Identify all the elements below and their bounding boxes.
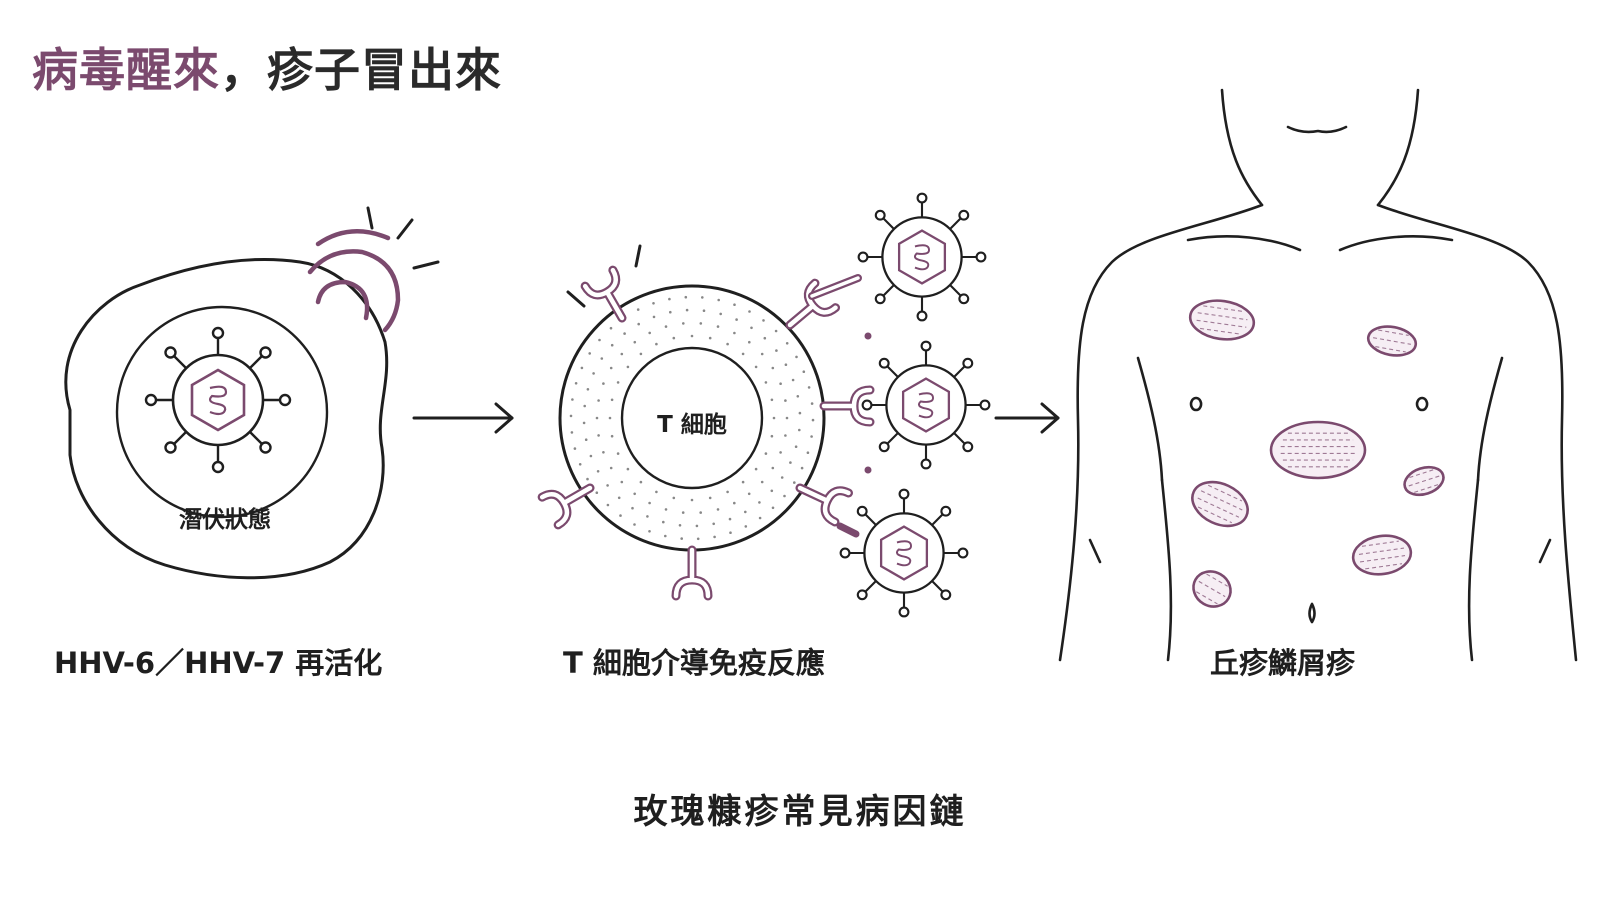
t-cell-label: T 細胞	[657, 411, 727, 438]
title-accent: 病毒醒來	[32, 43, 220, 97]
virus-icon-middle	[861, 340, 991, 470]
latent-virus-icon	[144, 326, 292, 474]
virus-icon-bottom	[839, 488, 969, 618]
activation-signal-icon	[307, 229, 401, 333]
stage1-caption: HHV-6／HHV-7 再活化	[54, 646, 383, 680]
signal-rays-icon	[366, 206, 440, 270]
arrow-right-icon-1	[412, 402, 514, 434]
stage3-caption: 丘疹鱗屑疹	[1210, 646, 1356, 680]
stage1-latent-cell: 潛伏狀態	[64, 206, 440, 580]
skin-lesions	[1188, 299, 1445, 608]
stage3-torso	[1058, 88, 1578, 662]
arrow-right-icon-2	[994, 402, 1060, 434]
page-title: 病毒醒來，疹子冒出來	[32, 34, 502, 100]
virus-icon-top	[857, 192, 987, 322]
diagram-footer: 玫瑰糠疹常見病因鏈	[633, 792, 967, 832]
receptor-icon	[676, 550, 708, 596]
title-rest: ，疹子冒出來	[220, 43, 502, 97]
stage2-t-cell: T 細胞	[542, 192, 991, 618]
latent-state-label: 潛伏狀態	[179, 506, 271, 533]
stage2-caption: T 細胞介導免疫反應	[563, 646, 825, 680]
